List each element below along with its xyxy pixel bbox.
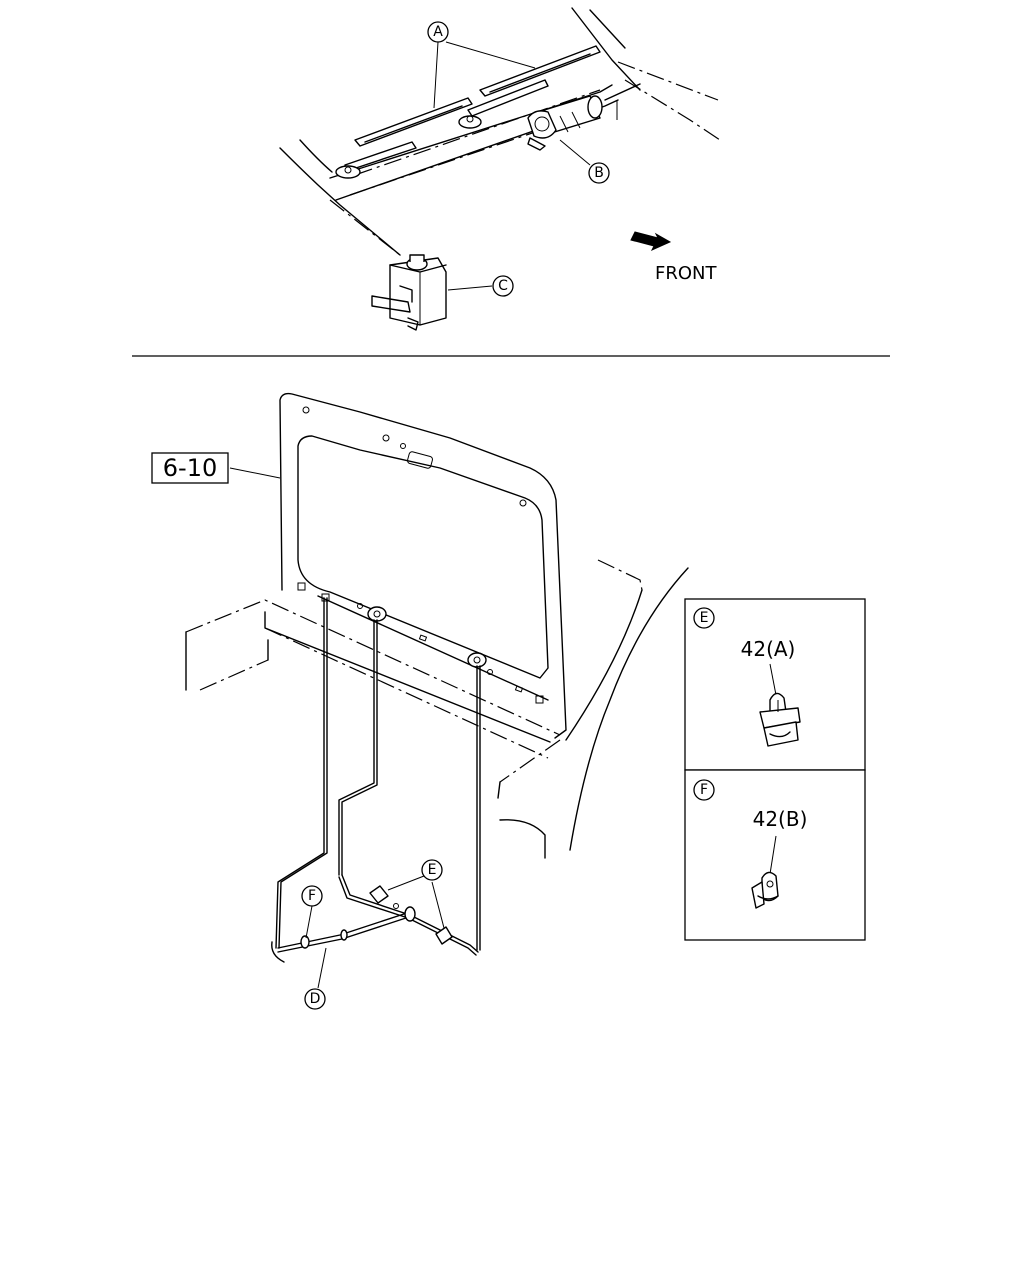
detail-box-f: F 42(B) bbox=[684, 769, 866, 941]
svg-text:C: C bbox=[498, 278, 508, 294]
front-label: FRONT bbox=[655, 263, 717, 284]
clip-42b-icon bbox=[751, 871, 779, 909]
reference-label: 6-10 bbox=[163, 454, 217, 482]
top-view: FRONT bbox=[279, 7, 721, 331]
callout-c: C bbox=[492, 275, 514, 297]
svg-text:F: F bbox=[308, 888, 316, 904]
callout-a: A bbox=[427, 21, 449, 43]
svg-text:B: B bbox=[594, 165, 604, 181]
svg-text:A: A bbox=[433, 24, 443, 40]
svg-text:E: E bbox=[428, 862, 437, 878]
detail-box-e: E 42(A) bbox=[684, 598, 866, 771]
callout-b: B bbox=[588, 162, 610, 184]
reference-box: 6-10 bbox=[151, 452, 229, 484]
svg-text:E: E bbox=[700, 610, 709, 626]
washer-tank bbox=[371, 254, 447, 331]
detail-f-letter: F bbox=[693, 779, 715, 801]
front-arrow-icon bbox=[630, 231, 672, 252]
callout-f: F bbox=[301, 885, 323, 907]
wiper-motor bbox=[527, 95, 603, 151]
callout-d: D bbox=[304, 988, 326, 1010]
detail-e-part: 42(A) bbox=[741, 637, 796, 661]
callout-e: E bbox=[421, 859, 443, 881]
wiper-blade-left bbox=[335, 97, 473, 179]
clip-42a-icon bbox=[759, 692, 801, 747]
detail-e-letter: E bbox=[693, 607, 715, 629]
svg-text:D: D bbox=[310, 991, 321, 1007]
hood-view bbox=[185, 392, 689, 989]
svg-text:F: F bbox=[700, 782, 708, 798]
washer-hose-d bbox=[271, 597, 481, 963]
wiper-blade-right bbox=[458, 45, 601, 129]
detail-f-part: 42(B) bbox=[753, 807, 808, 831]
